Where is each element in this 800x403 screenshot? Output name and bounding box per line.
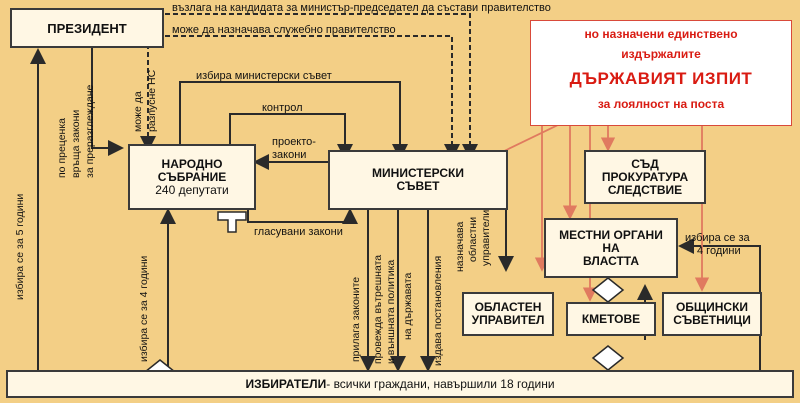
decrees-label: издава постановления [432, 255, 444, 366]
junction-mayors [591, 277, 625, 303]
council-label-1: МИНИСТЕРСКИ [372, 166, 464, 180]
governor-box: ОБЛАСТЕН УПРАВИТЕЛ [462, 292, 554, 336]
governor-label-1: ОБЛАСТЕН [474, 300, 542, 314]
local-label-3: ВЛАСТТА [582, 253, 640, 268]
councillors-label-1: ОБЩИНСКИ [675, 300, 749, 314]
control-label: контрол [262, 102, 303, 114]
appoints-label-2: областни [467, 216, 479, 262]
elected-4-right-label-1: избира се за [685, 232, 750, 244]
local-label-2: НА [602, 240, 620, 255]
court-label-3: СЛЕДСТВИЕ [607, 182, 683, 197]
callout-line-3: ДЪРЖАВИЯТ ИЗПИТ [569, 69, 753, 88]
local-authorities-box: МЕСТНИ ОРГАНИ НА ВЛАСТТА [544, 218, 678, 278]
voters-box: ИЗБИРАТЕЛИ - всички граждани, навършили … [6, 370, 794, 398]
state-exam-callout: но назначени единствено издържалите ДЪРЖ… [530, 20, 792, 126]
elected-4-right-label-2: 4 години [697, 245, 741, 257]
policy-label-1: провежда вътрешната [372, 254, 384, 364]
elected-5-label: избира се за 5 години [14, 193, 26, 300]
court-label-2: ПРОКУРАТУРА [601, 169, 689, 184]
returns-label-1: по преценка [56, 117, 68, 178]
president-box: ПРЕЗИДЕНТ [10, 8, 164, 48]
callout-line-2: издържалите [621, 47, 701, 61]
mayors-label: КМЕТОВЕ [581, 311, 641, 326]
draft-laws-label-1: проекто- [272, 136, 316, 148]
elected-4-left-label: избира се за 4 години [138, 255, 150, 362]
callout-line-4: за лоялност на поста [597, 97, 725, 111]
mandate-arrow [165, 13, 478, 160]
elects-council-label: избира министерски съвет [196, 70, 332, 82]
voted-laws-label: гласувани закони [254, 226, 343, 238]
councillors-label-2: СЪВЕТНИЦИ [673, 313, 751, 327]
caretaker-label: може да назначава служебно правителство [172, 24, 396, 36]
president-label: ПРЕЗИДЕНТ [47, 20, 127, 36]
parliament-label-3: 240 депутати [155, 182, 229, 197]
councillors-box: ОБЩИНСКИ СЪВЕТНИЦИ [662, 292, 762, 336]
court-box: СЪД ПРОКУРАТУРА СЛЕДСТВИЕ [584, 150, 706, 204]
court-label-1: СЪД [631, 156, 659, 171]
mayors-box: КМЕТОВЕ [566, 302, 656, 336]
parliament-label-2: СЪБРАНИЕ [157, 169, 227, 184]
returns-label-2: връща закони [70, 109, 82, 178]
control-arrow [229, 113, 353, 160]
elects-council-arrow [179, 81, 408, 160]
governor-label-2: УПРАВИТЕЛ [471, 313, 545, 327]
applies-laws-label: прилага законите [350, 276, 362, 362]
council-box: МИНИСТЕРСКИ СЪВЕТ [328, 150, 508, 210]
parliament-label-1: НАРОДНО [161, 156, 223, 171]
callout-line-1: но назначени единствено [584, 27, 738, 41]
voters-label-rest: - всички граждани, навършили 18 години [326, 376, 555, 391]
council-label-2: СЪВЕТ [396, 179, 440, 193]
dissolve-label-1: може да [132, 91, 144, 132]
returns-laws-arrow [91, 45, 124, 156]
local-label-1: МЕСТНИ ОРГАНИ [559, 227, 663, 242]
mandate-label: възлага на кандидата за министър-председ… [172, 2, 551, 14]
voters-label-bold: ИЗБИРАТЕЛИ [245, 376, 327, 391]
dissolve-label-2: разпусне НС [146, 69, 158, 132]
voted-laws-arrow [247, 208, 358, 224]
caretaker-arrow [165, 35, 460, 160]
appoints-label-1: назначава [454, 221, 466, 272]
junction-bottom [591, 345, 625, 371]
policy-label-2: и външната политика [385, 259, 397, 364]
policy-label-3: на държавата [402, 272, 414, 340]
returns-label-3: за преразглеждане [84, 84, 96, 178]
parliament-box: НАРОДНО СЪБРАНИЕ 240 депутати [128, 144, 256, 210]
tee-symbol-left [217, 211, 247, 233]
appoints-label-3: управители [480, 209, 492, 266]
draft-laws-label-2: закони [272, 149, 307, 161]
